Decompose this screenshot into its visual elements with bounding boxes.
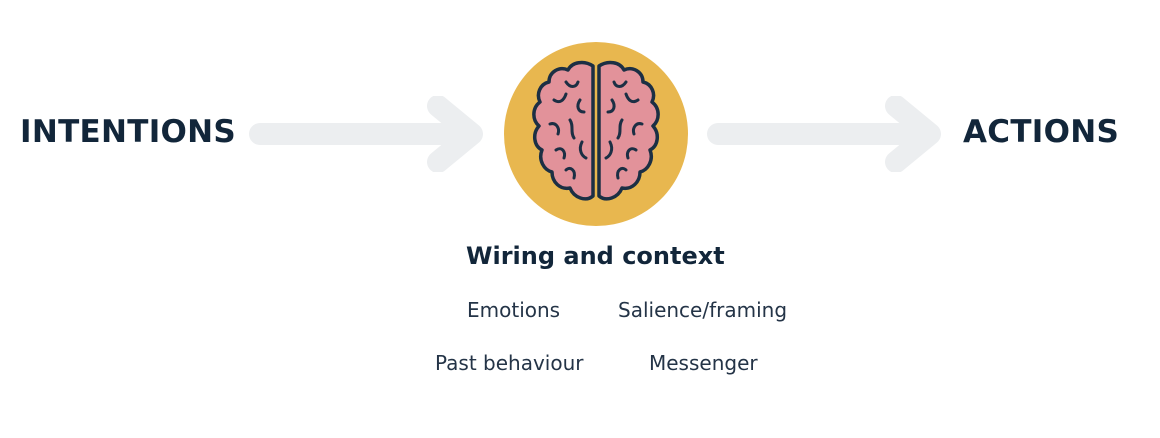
context-title: Wiring and context [466,242,725,270]
actions-label: ACTIONS [963,114,1120,150]
intentions-label: INTENTIONS [20,114,237,150]
brain-icon [504,42,688,226]
factor-past-behaviour: Past behaviour [435,351,584,375]
factor-salience-framing: Salience/framing [618,298,788,322]
factor-messenger: Messenger [649,351,758,375]
right-arrow-icon [249,96,483,172]
right-arrow-icon [707,96,941,172]
factor-emotions: Emotions [467,298,561,322]
